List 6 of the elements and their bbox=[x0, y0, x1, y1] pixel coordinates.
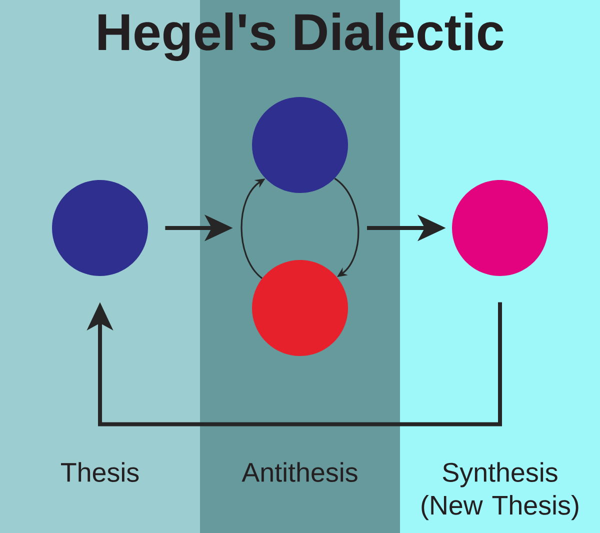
circle bbox=[252, 97, 348, 193]
curved-arrow bbox=[334, 178, 360, 277]
circle bbox=[452, 180, 548, 276]
circle bbox=[52, 180, 148, 276]
circle bbox=[252, 260, 348, 356]
feedback-arrow bbox=[86, 302, 502, 426]
